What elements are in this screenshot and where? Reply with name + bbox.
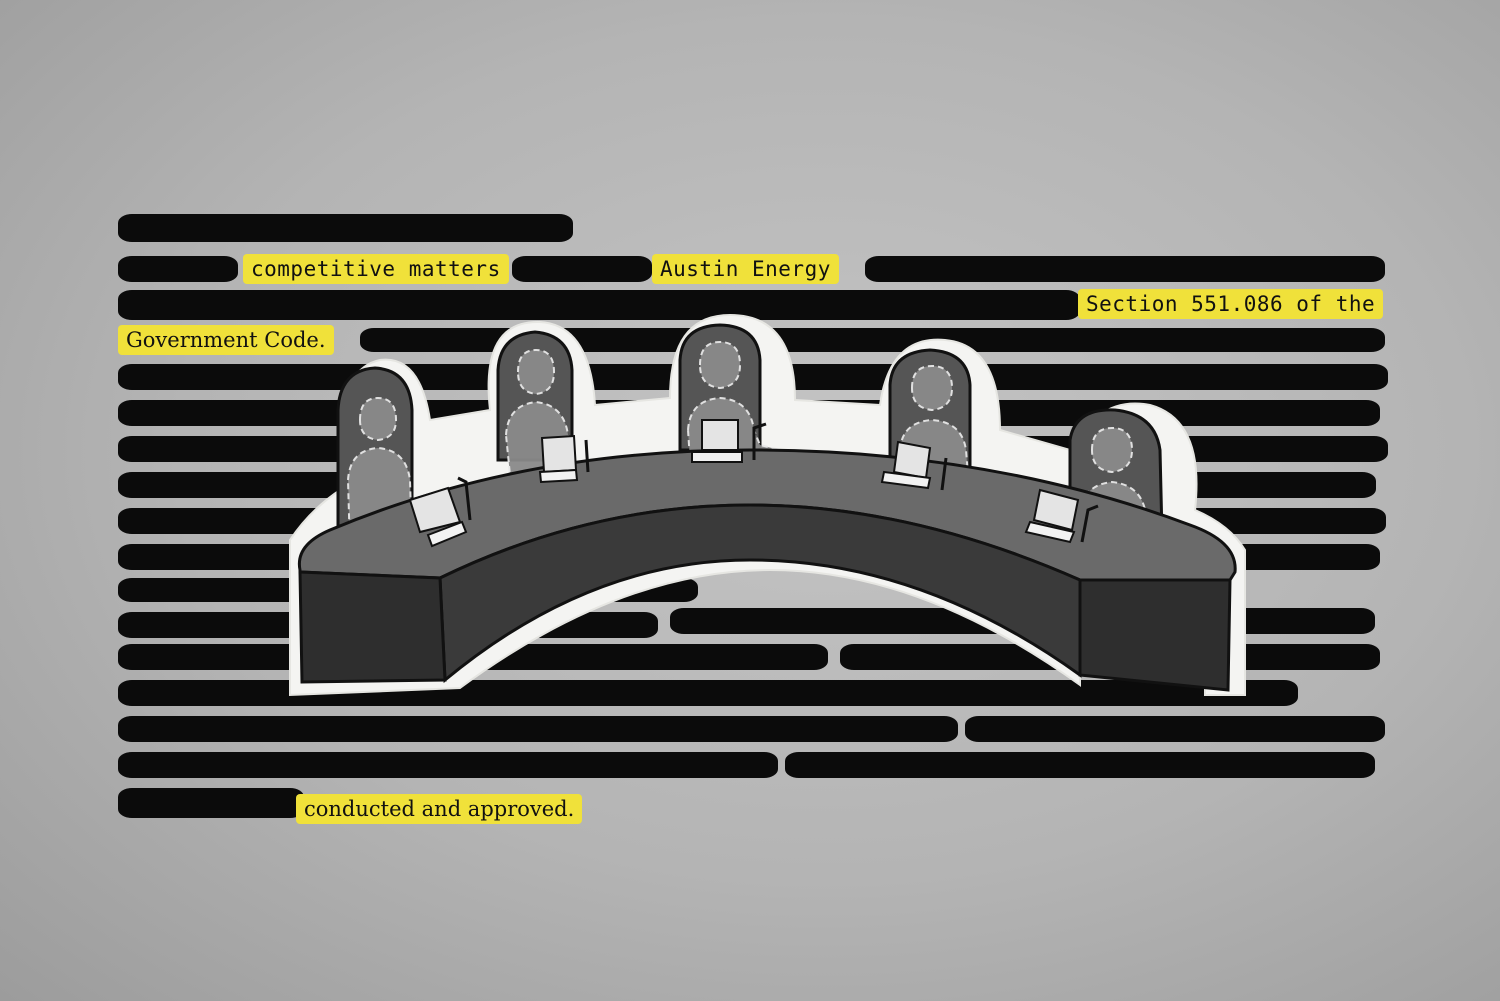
- redaction-bar: [865, 256, 1385, 282]
- highlight-austin-energy: Austin Energy: [652, 254, 839, 284]
- microphone-3: [752, 422, 767, 460]
- redaction-bar: [512, 256, 652, 282]
- microphone-5: [1080, 504, 1099, 543]
- highlight-conducted-and-approved: conducted and approved.: [296, 794, 583, 824]
- nameplate-4: [880, 470, 932, 490]
- laptop-2: [540, 434, 578, 474]
- highlight-section-551-086: Section 551.086 of the: [1078, 289, 1384, 319]
- redaction-bar: [118, 256, 238, 282]
- laptop-3: [701, 419, 739, 451]
- nameplate-3: [691, 451, 743, 463]
- redaction-bar: [118, 214, 573, 242]
- microphone-1: [457, 476, 472, 521]
- redaction-bar: [118, 716, 958, 742]
- council-dais-illustration: [289, 313, 1246, 697]
- highlight-competitive-matters: competitive matters: [243, 254, 509, 284]
- laptop-5: [1032, 488, 1080, 532]
- microphone-4: [940, 457, 948, 491]
- highlight-government-code: Government Code.: [118, 325, 334, 355]
- microphone-2: [584, 439, 590, 473]
- nameplate-1: [426, 520, 468, 548]
- redaction-bar: [118, 788, 304, 818]
- dais-right-end: [1078, 578, 1232, 692]
- redaction-bar: [785, 752, 1375, 778]
- redaction-bar: [118, 752, 778, 778]
- dais-left-end: [298, 570, 447, 684]
- nameplate-2: [538, 468, 579, 484]
- redaction-bar: [118, 290, 1080, 320]
- laptop-4: [892, 440, 932, 480]
- redaction-bar: [965, 716, 1385, 742]
- nameplate-5: [1024, 520, 1076, 544]
